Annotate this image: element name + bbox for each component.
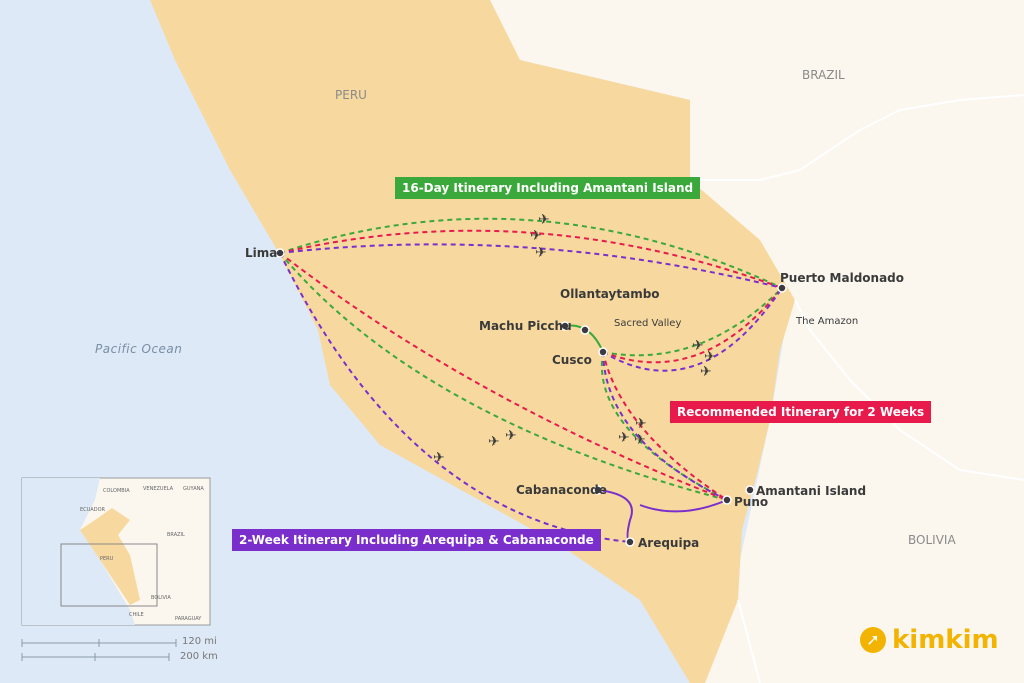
- compass-icon: ➚: [860, 627, 886, 653]
- svg-text:✈: ✈: [530, 228, 542, 244]
- place-ollantaytambo: Ollantaytambo: [560, 287, 660, 301]
- svg-text:✈: ✈: [505, 428, 517, 444]
- svg-text:✈: ✈: [700, 364, 712, 380]
- svg-text:✈: ✈: [704, 349, 716, 365]
- place-machu-picchu: Machu Picchu: [479, 319, 572, 333]
- place-puerto-maldonado: Puerto Maldonado: [780, 271, 905, 285]
- brand-name: kimkim: [892, 625, 999, 655]
- svg-text:✈: ✈: [538, 212, 550, 228]
- svg-text:✈: ✈: [634, 432, 646, 448]
- ocean-label: Pacific Ocean: [95, 342, 183, 356]
- place-cabanaconde: Cabanaconde: [516, 483, 607, 497]
- inset-label: ECUADOR: [80, 507, 105, 513]
- svg-text:✈: ✈: [692, 338, 704, 354]
- scale-miles: 120 mi: [182, 636, 217, 647]
- place-arequipa: Arequipa: [638, 536, 700, 550]
- peru-land: [150, 0, 795, 683]
- svg-text:✈: ✈: [635, 416, 647, 432]
- location-markers: [275, 248, 787, 547]
- country-label-bolivia: BOLIVIA: [908, 533, 956, 547]
- country-label-brazil: BRAZIL: [802, 68, 845, 82]
- itinerary-banner-16-day[interactable]: 16-Day Itinerary Including Amantani Isla…: [395, 177, 701, 199]
- itinerary-banner-2-weeks[interactable]: Recommended Itinerary for 2 Weeks: [670, 401, 932, 423]
- inset-map: [21, 477, 211, 626]
- place-lima: Lima: [245, 246, 278, 260]
- place-puno: Puno: [734, 495, 769, 509]
- inset-label: VENEZUELA: [143, 486, 174, 492]
- svg-text:✈: ✈: [535, 245, 547, 261]
- kimkim-logo: ➚ kimkim: [860, 625, 999, 655]
- place-cusco: Cusco: [552, 353, 592, 367]
- inset-label: GUYANA: [183, 486, 204, 492]
- place-amantani: Amantani Island: [756, 484, 867, 498]
- route-red: [279, 229, 783, 501]
- inset-label: PARAGUAY: [175, 616, 202, 622]
- place-amazon: The Amazon: [796, 316, 859, 327]
- neighbor-land: [470, 0, 1024, 683]
- svg-text:✈: ✈: [433, 450, 445, 466]
- inset-label: BOLIVIA: [151, 595, 171, 601]
- inset-label: CHILE: [129, 612, 144, 618]
- scale-bar: [21, 639, 177, 661]
- plane-icons: ✈✈✈ ✈✈✈ ✈✈✈ ✈✈✈: [433, 212, 716, 466]
- scale-km: 200 km: [180, 651, 218, 662]
- svg-text:✈: ✈: [488, 434, 500, 450]
- itinerary-banner-arequipa[interactable]: 2-Week Itinerary Including Arequipa & Ca…: [232, 529, 601, 551]
- route-green: [279, 217, 783, 501]
- inset-label: COLOMBIA: [103, 488, 130, 494]
- inset-label: BRAZIL: [167, 532, 185, 538]
- inset-label: PERU: [100, 556, 114, 562]
- country-label-peru: PERU: [335, 88, 367, 102]
- svg-text:✈: ✈: [618, 430, 630, 446]
- place-sacred-valley: Sacred Valley: [614, 318, 682, 329]
